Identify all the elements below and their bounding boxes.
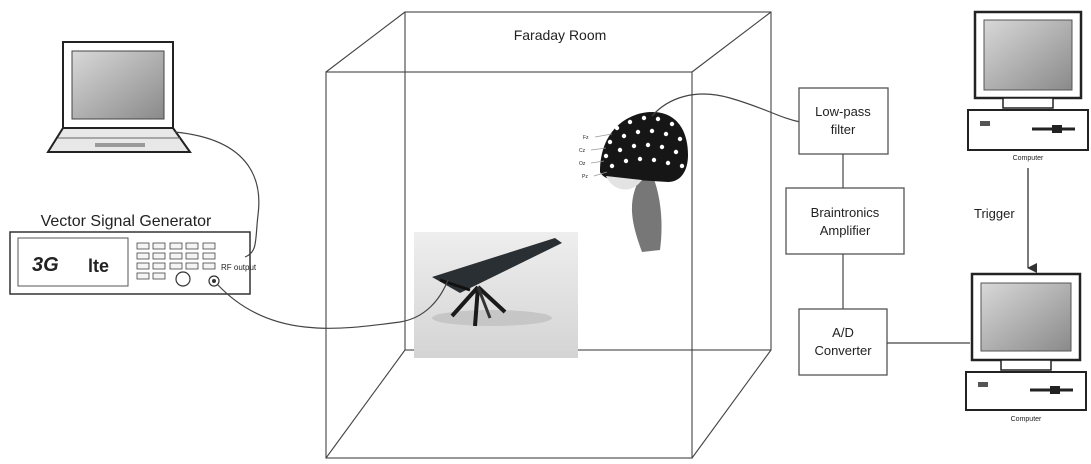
generator-knob-icon: [176, 272, 190, 286]
computer-bottom-icon: [966, 274, 1086, 410]
vector-signal-generator-label: Vector Signal Generator: [41, 213, 212, 230]
computer-top-icon: [968, 12, 1088, 150]
antenna-photo: [414, 232, 578, 358]
logo-3g: 3G: [32, 254, 59, 276]
adc-label-line1: A/D: [832, 325, 854, 340]
lowpass-filter-label-line2: filter: [831, 122, 856, 137]
adc-box: [799, 309, 887, 375]
adc-label-line2: Converter: [814, 343, 872, 358]
amplifier-box: [786, 188, 904, 254]
cap-label-1: Fz: [583, 135, 589, 141]
cap-label-2: Cz: [579, 148, 586, 154]
cap-label-4: Pz: [582, 174, 588, 180]
lowpass-filter-label-line1: Low-pass: [815, 104, 871, 119]
faraday-room-label: Faraday Room: [514, 27, 607, 43]
lowpass-filter-box: [799, 88, 888, 154]
amplifier-label-line1: Braintronics: [811, 205, 880, 220]
trigger-label: Trigger: [974, 206, 1015, 221]
amplifier-label-line2: Amplifier: [820, 223, 871, 238]
logo-lte: lte: [88, 256, 109, 276]
laptop-icon: [48, 42, 190, 152]
computer-bottom-label: Computer: [1011, 416, 1042, 423]
rf-output-label: RF output: [221, 263, 257, 272]
eeg-cap-icon: Fz Cz Oz Pz: [579, 112, 688, 252]
cap-label-3: Oz: [579, 161, 586, 167]
generator-to-antenna-cable: [218, 280, 448, 328]
vector-signal-generator: 3G lte RF output: [10, 232, 257, 294]
cap-to-lowpass-cable: [652, 94, 800, 122]
computer-top-label: Computer: [1013, 155, 1044, 162]
